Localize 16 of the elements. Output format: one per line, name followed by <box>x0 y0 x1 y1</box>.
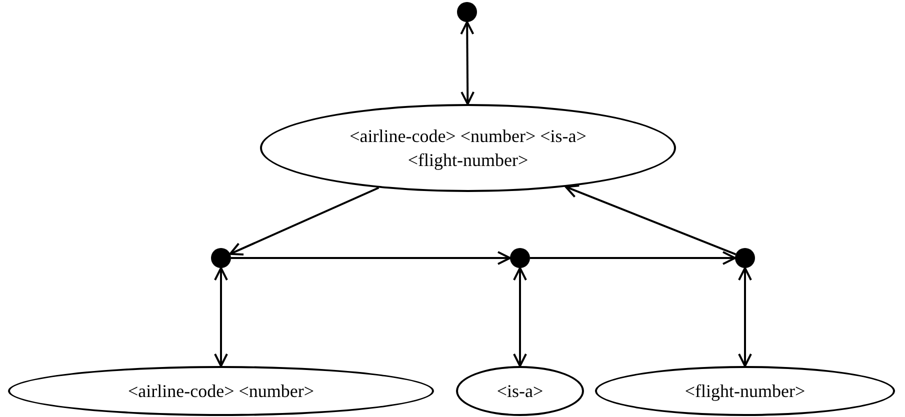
junction-dot <box>211 248 231 268</box>
junction-dot <box>735 248 755 268</box>
arrow <box>229 186 380 256</box>
node-label: <flight-number> <box>684 380 806 403</box>
node-label: <is-a> <box>496 380 544 403</box>
junction-dot <box>510 248 530 268</box>
node-label: <airline-code> <number> <box>128 380 314 403</box>
arrow <box>214 267 228 367</box>
node-label: <airline-code> <number> <is-a> <flight-number> <box>348 125 588 172</box>
arrow <box>530 251 736 265</box>
arrow <box>231 251 511 265</box>
junction-dot <box>457 2 477 22</box>
arrow <box>513 267 527 367</box>
arrow <box>738 267 752 367</box>
arrow <box>460 21 475 105</box>
arrow <box>564 184 736 256</box>
